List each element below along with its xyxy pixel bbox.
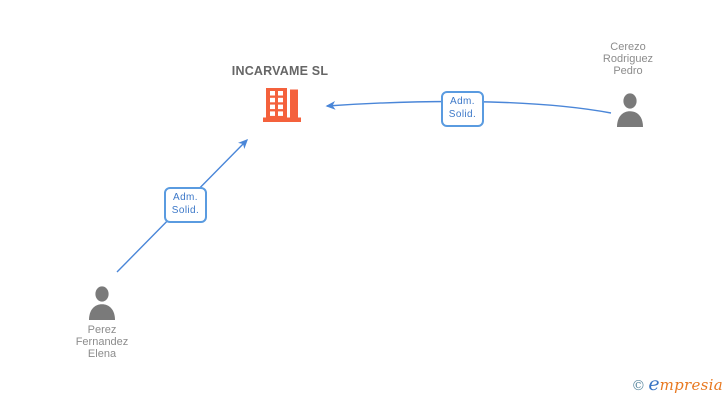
edge-label-line: Solid. bbox=[448, 109, 477, 120]
logo-letter-e: e bbox=[648, 373, 660, 395]
edge-label-line: Solid. bbox=[171, 205, 200, 216]
edge-label-line: Adm. bbox=[450, 96, 475, 107]
person-name-line: Cerezo bbox=[610, 41, 646, 53]
person-name-line: Fernandez bbox=[75, 336, 129, 348]
person-name-line: Rodriguez bbox=[602, 53, 654, 65]
edge-label-adm-solid-left[interactable]: Adm. Solid. bbox=[164, 187, 207, 223]
person-name-line: Elena bbox=[87, 348, 117, 360]
empresia-logo[interactable]: ©empresia bbox=[631, 373, 723, 395]
logo-wordmark: mpresia bbox=[659, 376, 723, 394]
person-name-line: Perez bbox=[87, 324, 117, 336]
person-icon[interactable] bbox=[614, 93, 646, 127]
person-node-name-perez: Perez Fernandez Elena bbox=[54, 324, 150, 360]
person-node-name-cerezo: Cerezo Rodriguez Pedro bbox=[580, 41, 676, 77]
copyright-icon: © bbox=[631, 378, 646, 394]
person-name-line: Pedro bbox=[613, 65, 643, 77]
edge-label-line: Adm. bbox=[173, 192, 198, 203]
edge-label-adm-solid-right[interactable]: Adm. Solid. bbox=[441, 91, 484, 127]
building-icon[interactable] bbox=[262, 87, 302, 124]
company-node-incarvame[interactable] bbox=[262, 87, 302, 124]
person-node-perez-fernandez-elena[interactable] bbox=[86, 286, 118, 320]
person-icon[interactable] bbox=[86, 286, 118, 320]
company-node-title[interactable]: INCARVAME SL bbox=[231, 64, 329, 78]
person-node-cerezo-rodriguez-pedro[interactable] bbox=[614, 93, 646, 127]
